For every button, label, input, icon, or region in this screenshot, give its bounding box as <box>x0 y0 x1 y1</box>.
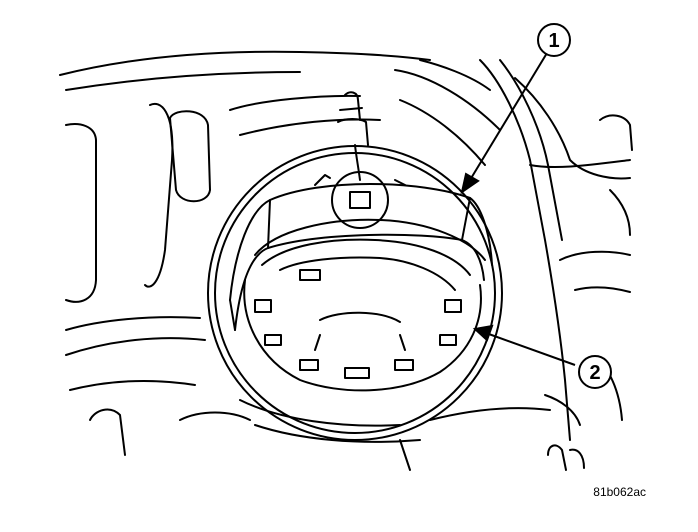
arrowhead-2 <box>472 324 494 342</box>
arrowhead-1 <box>460 172 480 195</box>
floor-pan-contours <box>59 50 633 471</box>
fuel-line-connector <box>314 91 406 229</box>
callout-1-number: 1 <box>548 30 559 52</box>
pump-module-flange <box>243 218 486 392</box>
callout-1-circle <box>537 23 571 57</box>
callout-2-number: 2 <box>589 362 600 384</box>
callout-2: 2 <box>578 355 612 389</box>
leader-line-1 <box>469 52 548 181</box>
callout-leaders <box>460 52 576 366</box>
lock-ring <box>207 145 503 441</box>
callout-1: 1 <box>537 23 571 57</box>
leader-line-2 <box>485 332 576 366</box>
callout-2-circle <box>578 355 612 389</box>
lock-ring-tool-band <box>229 183 493 331</box>
figure-code: 81b062ac <box>593 485 646 499</box>
